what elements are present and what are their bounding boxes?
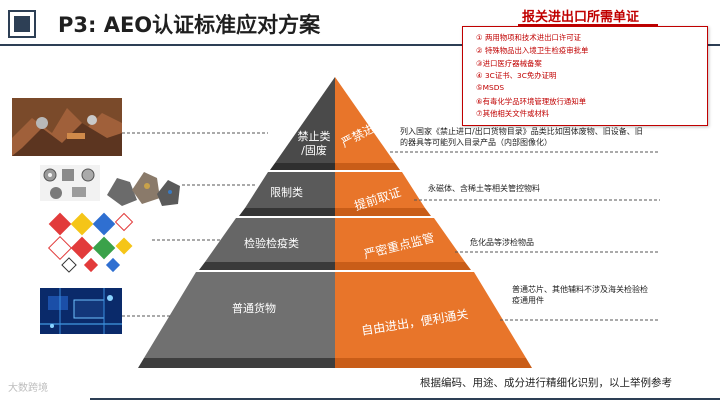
scrap-metal-image bbox=[12, 98, 122, 156]
requirement-item: ⑤MSDS bbox=[476, 83, 505, 92]
pyramid-level-4-right bbox=[335, 272, 526, 358]
level-3-description: 危化品等涉检物品 bbox=[470, 238, 534, 247]
requirement-item: ③进口医疗器械备案 bbox=[476, 59, 542, 68]
requirements-box bbox=[462, 26, 708, 126]
circuit-board-image bbox=[40, 288, 122, 334]
pyramid-level-2-right-edge bbox=[335, 208, 431, 216]
requirement-item: ④ 3C证书、3C免办证明 bbox=[476, 71, 557, 80]
requirement-item: ⑥有毒化学品环境管理放行通知单 bbox=[476, 97, 587, 106]
magnet-parts-image bbox=[40, 165, 100, 201]
requirements-heading: 报关进出口所需单证 bbox=[522, 10, 640, 25]
brand-watermark: 大数跨境 bbox=[8, 383, 48, 394]
level-3-left-label: 检验检疫类 bbox=[244, 237, 299, 250]
requirements-heading-underline bbox=[518, 24, 658, 26]
pyramid-level-1-right-edge bbox=[335, 163, 400, 170]
title-divider bbox=[0, 44, 720, 46]
pyramid-level-2-left-edge bbox=[239, 208, 335, 216]
pyramid-level-1-left-edge bbox=[270, 163, 335, 170]
footer-note: 根据编码、用途、成分进行精细化识别，以上举例参考 bbox=[420, 377, 672, 389]
pyramid-level-4-right-edge bbox=[335, 358, 532, 368]
pyramid-level-4-left bbox=[144, 272, 335, 358]
footer-divider bbox=[90, 398, 720, 400]
pyramid-level-3-right bbox=[335, 218, 465, 262]
pyramid-level-4-left-edge bbox=[138, 358, 335, 368]
pyramid-level-3-left bbox=[205, 218, 335, 262]
level-4-description: 普通芯片、其他辅料不涉及海关检验检疫通用件 bbox=[512, 285, 648, 305]
rare-earth-ore-image bbox=[102, 160, 182, 210]
pyramid-level-3-right-edge bbox=[335, 262, 471, 270]
requirement-item: ① 两用物项和技术进出口许可证 bbox=[476, 33, 582, 42]
pyramid-level-2-right bbox=[335, 172, 425, 208]
level-4-left-label: 普通货物 bbox=[232, 302, 276, 315]
logo-icon bbox=[8, 10, 36, 38]
page-title: P3: AEO认证标准应对方案 bbox=[58, 13, 321, 37]
requirement-item: ② 特殊物品出入境卫生检疫审批单 bbox=[476, 46, 589, 55]
level-1-description: 列入国家《禁止进口/出口货物目录》品类比如固体废物、旧设备、旧的器具等可能列入目… bbox=[400, 127, 643, 147]
pyramid-level-2-left bbox=[245, 172, 335, 208]
pyramid-level-1-left bbox=[275, 77, 335, 163]
level-2-description: 永磁体、含稀土等相关管控物料 bbox=[428, 184, 540, 193]
level-2-left-label: 限制类 bbox=[270, 186, 303, 199]
requirement-item: ⑦其他相关文件或材料 bbox=[476, 109, 550, 118]
pyramid-level-1-right bbox=[335, 77, 395, 163]
pyramid-level-3-left-edge bbox=[199, 262, 335, 270]
level-1-left-label: 禁止类 /固废 bbox=[297, 130, 331, 157]
title-bar: P3: AEO认证标准应对方案 bbox=[0, 0, 720, 48]
hazard-symbols-image bbox=[44, 212, 136, 274]
